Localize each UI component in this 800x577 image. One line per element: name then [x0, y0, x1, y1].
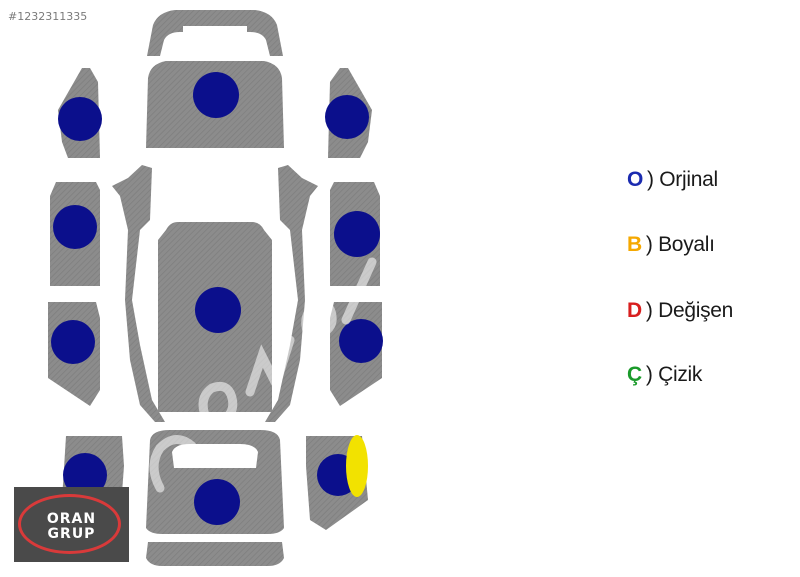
legend-item-painted: B) Boyalı [627, 233, 715, 257]
dot-rear-right-door [339, 319, 383, 363]
legend-item-changed: D) Değişen [627, 299, 733, 323]
legend-label-changed: ) Değişen [645, 299, 734, 322]
legend-label-scratched: ) Çizik [645, 363, 703, 386]
panel-front-bumper [147, 10, 283, 56]
status-dots [51, 72, 383, 525]
dot-rear-left-fender [63, 453, 107, 497]
legend-code-painted: B [627, 233, 642, 256]
legend-code-original: O [627, 168, 644, 191]
oran-grup-logo: ORAN GRUP [14, 487, 129, 562]
logo-line-2: GRUP [47, 526, 96, 542]
legend-code-changed: D [627, 299, 642, 322]
legend-item-scratched: Ç) Çizik [627, 363, 702, 387]
logo-line-1: ORAN [46, 511, 97, 527]
dot-trunk [194, 479, 240, 525]
dot-roof [195, 287, 241, 333]
watermark [149, 257, 377, 493]
dot-front-right-door [334, 211, 380, 257]
panel-body-frame [112, 165, 165, 422]
legend-label-painted: ) Boyalı [645, 233, 715, 256]
dot-front-left-door [53, 205, 97, 249]
dot-rear-left-door [51, 320, 95, 364]
legend-label-original: ) Orjinal [647, 168, 718, 191]
painted-mark-rear-right-fender [346, 435, 368, 497]
dot-front-left-fender [58, 97, 102, 141]
dot-hood [193, 72, 239, 118]
logo-ring [18, 494, 121, 554]
legend-item-original: O) Orjinal [627, 168, 718, 192]
dot-front-right-fender [325, 95, 369, 139]
panel-rear-bumper [146, 542, 284, 566]
listing-id: #1232311335 [8, 10, 88, 23]
legend-code-scratched: Ç [627, 363, 642, 386]
